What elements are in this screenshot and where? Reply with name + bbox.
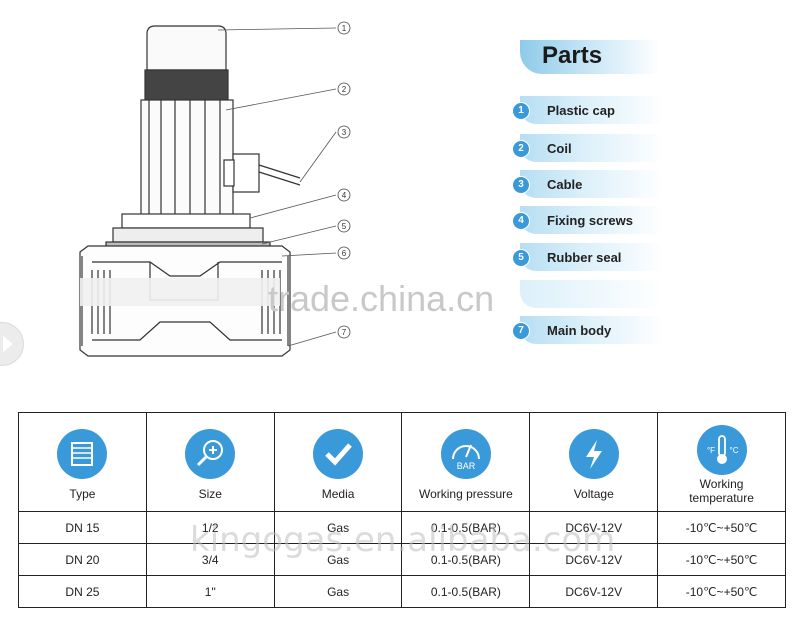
part-label: Coil: [547, 141, 572, 156]
cell-type: DN 15: [18, 511, 147, 544]
callout-6: 6: [342, 249, 347, 258]
lightning-icon: [568, 429, 619, 479]
part-number-badge: 7: [512, 322, 530, 340]
part-label: Plastic cap: [547, 103, 615, 118]
cell-type: DN 20: [18, 543, 147, 576]
header-voltage: Voltage: [529, 412, 659, 512]
part-bar: [520, 316, 664, 344]
magnifier-plus-icon: [185, 429, 236, 479]
cell-voltage: DC6V-12V: [529, 575, 659, 608]
cell-voltage: DC6V-12V: [529, 543, 659, 576]
part-bar: [520, 170, 664, 198]
header-type: Type: [18, 412, 147, 512]
part-number-badge: 3: [512, 176, 530, 194]
header-pressure: BAR Working pressure: [401, 412, 531, 512]
part-bar-blank: [520, 280, 664, 308]
part-number-badge: 1: [512, 102, 530, 120]
cell-temperature: -10℃~+50℃: [657, 543, 786, 576]
callout-3: 3: [342, 128, 347, 137]
callout-5: 5: [342, 222, 347, 231]
part-number-badge: 2: [512, 140, 530, 158]
table-row: DN 15 1/2 Gas 0.1-0.5(BAR) DC6V-12V -10℃…: [18, 511, 786, 544]
part-bar: [520, 96, 664, 124]
cell-type: DN 25: [18, 575, 147, 608]
header-media: Media: [273, 412, 403, 512]
header-label: Working pressure: [418, 487, 513, 501]
bar-gauge-icon: BAR: [440, 429, 491, 479]
specs-table: Type Size Media: [18, 412, 786, 608]
header-temperature: °F °C Working temperature: [657, 412, 786, 512]
part-bar: [520, 243, 664, 271]
part-label: Rubber seal: [547, 250, 622, 265]
table-row: DN 25 1" Gas 0.1-0.5(BAR) DC6V-12V -10℃~…: [18, 575, 786, 608]
cell-temperature: -10℃~+50℃: [657, 575, 786, 608]
valve-diagram: 1 2 3 4 5 6 7: [79, 21, 351, 357]
parts-header: [520, 40, 660, 74]
cell-temperature: -10℃~+50℃: [657, 511, 786, 544]
callout-2: 2: [342, 85, 347, 94]
table-header-row: Type Size Media: [18, 412, 786, 512]
kingogas-watermark: kingogas.en.alibaba.com: [190, 520, 616, 560]
part-bar: [520, 134, 664, 162]
parts-title: Parts: [542, 42, 603, 69]
header-label: Size: [198, 487, 222, 501]
svg-text:°C: °C: [729, 446, 738, 455]
svg-text:°F: °F: [707, 446, 715, 455]
callout-7: 7: [342, 328, 347, 337]
thermometer-icon: °F °C: [696, 425, 747, 475]
header-label: Working temperature: [689, 477, 754, 505]
header-size: Size: [145, 412, 275, 512]
part-number-badge: 5: [512, 249, 530, 267]
svg-text:BAR: BAR: [457, 461, 476, 471]
part-label: Cable: [547, 177, 583, 192]
list-icon: [57, 429, 108, 479]
header-label: Media: [321, 487, 355, 501]
part-number-badge: 4: [512, 212, 530, 230]
header-label: Voltage: [573, 487, 614, 501]
cell-size: 3/4: [145, 543, 275, 576]
check-icon: [313, 429, 364, 479]
cell-voltage: DC6V-12V: [529, 511, 659, 544]
cell-size: 1": [145, 575, 275, 608]
cell-pressure: 0.1-0.5(BAR): [401, 575, 531, 608]
callout-4: 4: [342, 191, 347, 200]
cell-media: Gas: [273, 575, 403, 608]
callout-1: 1: [342, 24, 347, 33]
header-label: Type: [69, 487, 96, 501]
trade-watermark: trade.china.cn: [268, 278, 495, 319]
part-label: Main body: [547, 323, 612, 338]
part-bar: [520, 206, 664, 234]
cell-media: Gas: [273, 543, 403, 576]
part-label: Fixing screws: [547, 213, 633, 228]
